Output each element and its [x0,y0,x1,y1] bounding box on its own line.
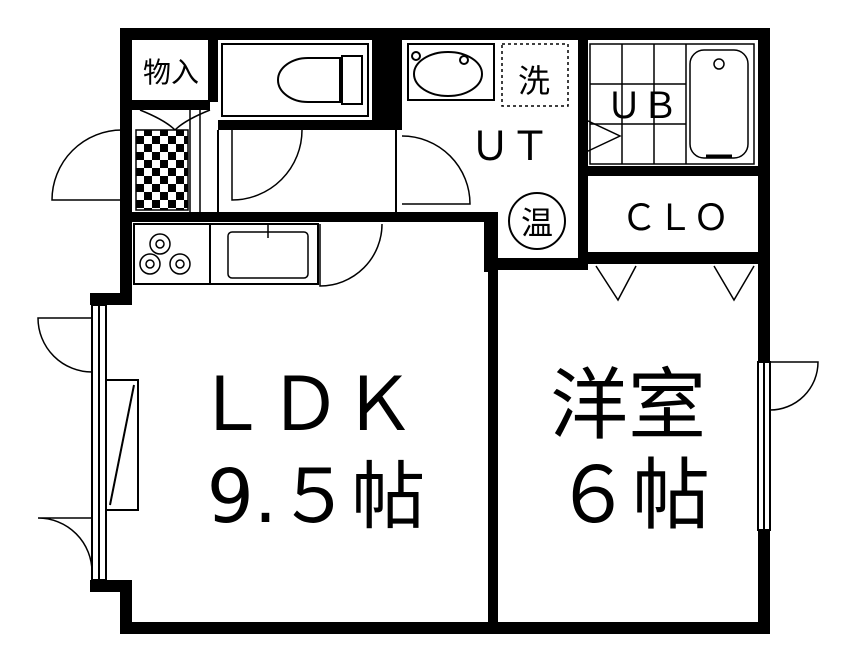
water-heater-label: 温 [521,204,553,242]
left-door-swings [37,317,93,573]
closet-label: ＣＬＯ [621,198,729,239]
toilet-door-swing [231,129,303,201]
stove-burners [139,233,191,275]
right-window [757,361,771,531]
vanity-sink [407,43,495,101]
washer-label: 洗 [518,62,550,100]
ub-label: ＵＢ [606,86,678,127]
left-window [91,304,139,581]
toilet [221,43,369,117]
ut-label: ＵＴ [470,124,550,170]
western-room-name-label: 洋室 [550,361,706,451]
closet-doors [595,265,755,302]
storage-closet [132,40,211,212]
right-door-swing [769,361,819,411]
interior-walls [130,40,762,634]
washer-space [501,43,569,107]
ub-door [585,119,622,153]
ldk-size-label: 9.５帖 [207,454,426,540]
western-room-size-label: ６帖 [554,451,710,541]
kitchen-door-swing [319,223,383,287]
unit-bath [589,43,755,165]
kitchen-sink [227,224,309,279]
entrance-door-swing [51,129,123,201]
storage-label: 物入 [143,56,199,89]
water-heater-circle [508,192,566,250]
kitchen-counter [133,223,319,285]
ut-door-swing [401,135,471,205]
thin-lines [217,130,493,620]
ldk-name-label: ＬＤＫ [194,362,416,448]
